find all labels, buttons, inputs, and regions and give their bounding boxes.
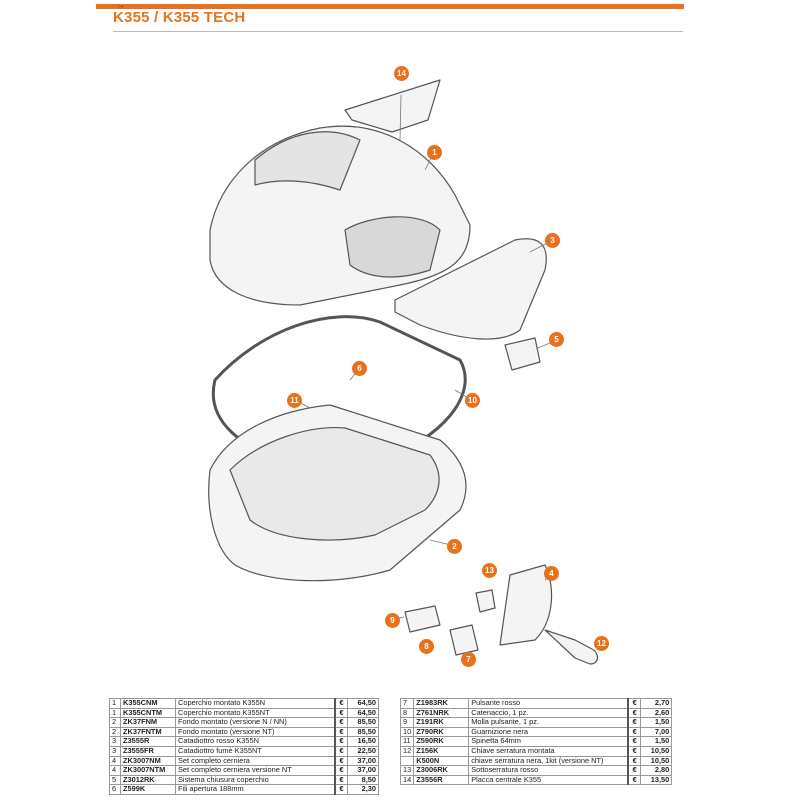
- currency-symbol: €: [334, 698, 348, 709]
- button-drawing: [449, 624, 479, 656]
- part-code: K355CNM: [120, 698, 176, 709]
- callout-12: 12: [594, 636, 609, 651]
- part-code: ZK37FNM: [120, 717, 176, 728]
- part-description: Coperchio montato K355N: [175, 698, 336, 709]
- lock-closure-drawing: [504, 337, 541, 371]
- callout-9: 9: [385, 613, 400, 628]
- part-price: 22,50: [347, 745, 379, 757]
- arrow-icon: →: [116, 0, 125, 10]
- part-price: 13,50: [640, 774, 673, 786]
- part-description: Molla pulsante, 1 pz.: [468, 717, 629, 728]
- part-description: Fondo montato (versione N / NN): [175, 717, 336, 728]
- header-accent-bar: [96, 4, 684, 9]
- title-divider: [113, 31, 683, 32]
- currency-symbol: €: [334, 765, 348, 776]
- part-number: 6: [109, 784, 121, 795]
- page-title: K355 / K355 TECH: [113, 9, 246, 26]
- callout-13: 13: [482, 563, 497, 578]
- callout-6: 6: [352, 361, 367, 376]
- part-code: Z156K: [413, 745, 470, 757]
- currency-symbol: €: [627, 698, 642, 709]
- currency-symbol: €: [627, 745, 642, 757]
- under-lock-drawing: [475, 589, 496, 613]
- part-number: 9: [399, 717, 415, 728]
- callout-2: 2: [447, 539, 462, 554]
- part-description: Catadiottro fumè K355NT: [175, 745, 336, 757]
- part-description: Placca centrale K355: [468, 774, 629, 786]
- callout-14: 14: [394, 66, 409, 81]
- callout-4: 4: [544, 566, 559, 581]
- part-code: Z1983RK: [413, 698, 470, 709]
- gasket-drawing: [211, 315, 467, 467]
- part-code: Z3006RK: [413, 765, 470, 776]
- part-price: 1,50: [640, 717, 673, 728]
- part-code: Z3556R: [413, 774, 470, 786]
- callout-11: 11: [287, 393, 302, 408]
- part-number: 3: [109, 745, 121, 757]
- callout-7: 7: [461, 652, 476, 667]
- part-price: 10,50: [640, 745, 673, 757]
- currency-symbol: €: [627, 717, 642, 728]
- part-price: 85,50: [347, 717, 379, 728]
- center-plate-drawing: [344, 79, 441, 133]
- part-number: 2: [109, 717, 121, 728]
- currency-symbol: €: [334, 784, 348, 795]
- part-description: Chiave serratura montata: [468, 745, 629, 757]
- part-price: 2,80: [640, 765, 673, 776]
- hinge-drawing: [499, 564, 553, 646]
- currency-symbol: €: [334, 717, 348, 728]
- reflector-drawing: [394, 238, 547, 340]
- currency-symbol: €: [627, 774, 642, 786]
- callout-8: 8: [419, 639, 434, 654]
- part-description: Fili apertura 188mm: [175, 784, 336, 795]
- part-number: 7: [399, 698, 415, 709]
- part-price: 64,50: [347, 698, 379, 709]
- currency-symbol: €: [627, 765, 642, 776]
- part-description: Sottoserratura rosso: [468, 765, 629, 776]
- latch-drawing: [404, 605, 441, 633]
- part-price: 37,00: [347, 765, 379, 776]
- part-price: 2,70: [640, 698, 673, 709]
- part-description: Set completo cerniera versione NT: [175, 765, 336, 776]
- part-code: Z3555FR: [120, 745, 176, 757]
- callout-5: 5: [549, 332, 564, 347]
- callout-1: 1: [427, 145, 442, 160]
- part-code: Z599K: [120, 784, 176, 795]
- part-code: Z191RK: [413, 717, 470, 728]
- key-drawing: [544, 629, 599, 665]
- callout-3: 3: [545, 233, 560, 248]
- part-number: 13: [399, 765, 415, 776]
- part-number: 1: [109, 698, 121, 709]
- part-number: 14: [399, 774, 415, 786]
- currency-symbol: €: [334, 745, 348, 757]
- part-price: 2,30: [347, 784, 379, 795]
- part-code: ZK3007NTM: [120, 765, 176, 776]
- callout-10: 10: [465, 393, 480, 408]
- part-number: 4: [109, 765, 121, 776]
- part-number: 12: [399, 745, 415, 757]
- part-description: Pulsante rosso: [468, 698, 629, 709]
